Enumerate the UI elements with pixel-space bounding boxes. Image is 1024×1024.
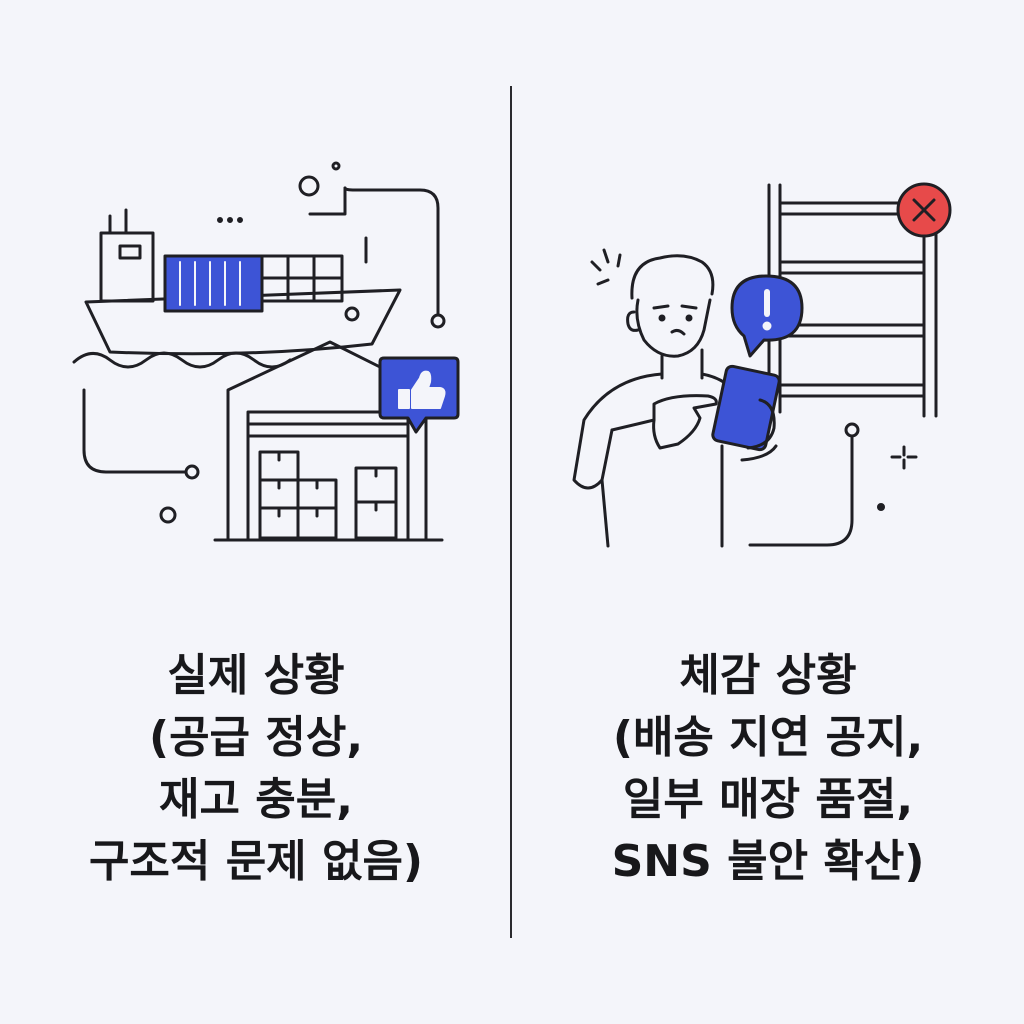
caption-line: 일부 매장 품절, — [622, 774, 914, 825]
smartphone-icon — [711, 364, 781, 452]
caption-title: 체감 상황 — [679, 650, 857, 701]
cargo-ship-icon — [84, 208, 402, 356]
warehouse-icon — [213, 340, 444, 542]
container-icon — [163, 254, 344, 313]
center-divider — [510, 86, 512, 938]
caption-title: 실제 상황 — [167, 650, 345, 701]
panel-actual-situation: 실제 상황 (공급 정상, 재고 충분, 구조적 문제 없음) — [0, 161, 512, 893]
exclamation-alert-icon — [730, 274, 804, 358]
actual-situation-illustration — [72, 161, 460, 542]
caption-line: (공급 정상, — [148, 712, 364, 763]
caption-line: (배송 지연 공지, — [612, 712, 924, 763]
error-x-icon — [896, 182, 952, 238]
thumbs-up-icon — [378, 356, 460, 434]
caption-line: 재고 충분, — [159, 774, 353, 825]
panel-perceived-situation: 체감 상황 (배송 지연 공지, 일부 매장 품절, SNS 불안 확산) — [512, 0, 1024, 1024]
boxes-icon — [258, 450, 398, 540]
perceived-situation-caption: 체감 상황 (배송 지연 공지, 일부 매장 품절, SNS 불안 확산) — [512, 645, 1024, 893]
wave-icon — [72, 351, 292, 369]
connector-decoration-icon — [82, 161, 446, 524]
connector-decoration-icon — [590, 248, 918, 547]
caption-line: SNS 불안 확산) — [611, 836, 925, 887]
actual-situation-caption: 실제 상황 (공급 정상, 재고 충분, 구조적 문제 없음) — [0, 645, 512, 893]
caption-line: 구조적 문제 없음) — [88, 836, 424, 887]
perceived-situation-illustration — [572, 182, 952, 548]
